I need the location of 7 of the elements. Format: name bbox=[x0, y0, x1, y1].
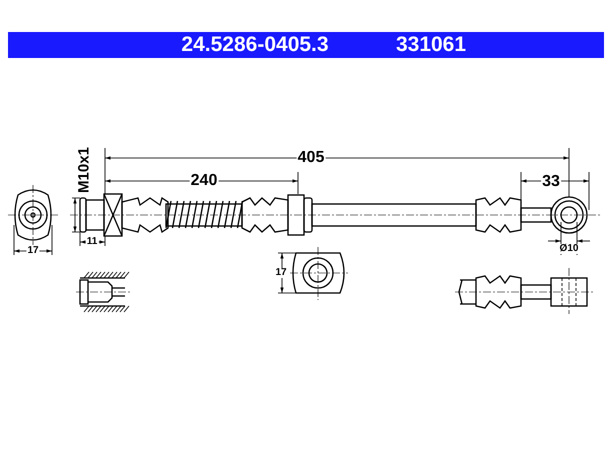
dimension-label: 11 bbox=[86, 237, 98, 247]
dimension-label: Ø10 bbox=[558, 244, 580, 254]
dimension-label: M10x1 bbox=[76, 146, 92, 194]
dimension-label: 17 bbox=[26, 246, 40, 256]
part-number: 331061 bbox=[396, 32, 466, 58]
dimension-label: 17 bbox=[274, 268, 288, 278]
part-number: 24.5286-0405.3 bbox=[181, 32, 329, 58]
